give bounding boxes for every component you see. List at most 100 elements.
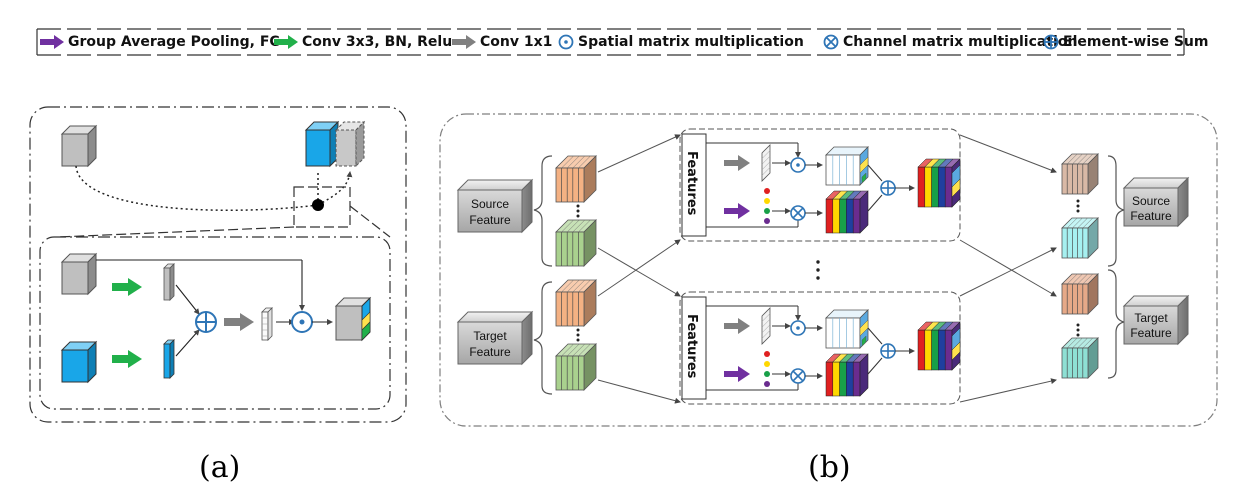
panel-a <box>29 106 407 423</box>
legend-label: Conv 3x3, BN, Relu <box>302 34 453 50</box>
gray-arrow-icon <box>724 318 750 334</box>
otimes-icon <box>790 368 806 384</box>
source-label-line2: Feature <box>469 213 511 227</box>
channel-weight-dot <box>764 208 770 214</box>
zoom-box <box>293 186 351 228</box>
thin-feature-blue <box>163 339 175 379</box>
white-stripe-cube <box>825 146 869 186</box>
channel-weight-dot <box>764 371 770 377</box>
features-bar <box>681 133 707 237</box>
module-frame <box>679 291 961 405</box>
legend: Group Average Pooling, FC Conv 3x3, BN, … <box>0 28 1234 56</box>
channel-weight-dot <box>764 218 770 224</box>
purple-arrow-icon <box>724 203 750 219</box>
feature-cube-out-source-1 <box>1061 153 1099 195</box>
features-label: Features <box>684 314 699 379</box>
brace-source-right <box>1107 155 1125 267</box>
source-label-line1: Source <box>471 197 509 211</box>
gray-arrow-icon <box>724 155 750 171</box>
otimes-icon <box>790 205 806 221</box>
legend-frame <box>36 28 1185 56</box>
odot-icon <box>291 311 313 333</box>
oplus-icon <box>1043 34 1059 50</box>
channel-weight-dot <box>764 351 770 357</box>
panel-b-frame <box>439 113 1218 427</box>
brace-target <box>533 281 553 395</box>
green-arrow-icon <box>112 350 142 368</box>
grid-slab <box>761 144 771 182</box>
feature-cube-orange <box>555 279 597 327</box>
gray-arrow-icon <box>224 313 254 331</box>
channel-weight-dot <box>764 361 770 367</box>
gray-arrow-icon <box>452 35 476 49</box>
caption-a: (a) <box>199 450 241 485</box>
features-label: Features <box>684 151 699 216</box>
thin-feature-gray <box>163 263 175 301</box>
legend-label: Conv 1x1 <box>480 34 553 50</box>
channel-weight-dot <box>764 188 770 194</box>
attention-module: Features <box>679 128 961 242</box>
rainbow-output-cube <box>917 158 961 208</box>
feature-cube-out-source-2 <box>1061 217 1099 259</box>
attention-module: Features <box>679 291 961 405</box>
detail-output-cube <box>334 296 372 342</box>
channel-weight-dot <box>764 198 770 204</box>
legend-label: Group Average Pooling, FC <box>68 34 280 50</box>
ellipsis-dots <box>576 199 1080 342</box>
stripe-feature-cubes <box>555 153 1099 391</box>
target-feature-box-left: Target Feature <box>456 310 534 366</box>
panel-a-frame <box>29 106 407 423</box>
detail-gray-cube <box>60 252 98 296</box>
feature-cube-orange <box>555 155 597 203</box>
target-feature-box-right: Target Feature <box>1122 294 1190 346</box>
caption-b: (b) <box>808 450 851 485</box>
white-stripe-cube <box>825 309 869 349</box>
grid-slab <box>261 307 273 341</box>
source-feature-box-left: Source Feature <box>456 178 534 234</box>
input-cube-gray <box>60 124 98 168</box>
rainbow-cube <box>825 190 869 234</box>
detail-blue-cube <box>60 340 98 384</box>
channel-weight-dot <box>764 381 770 387</box>
grid-slab <box>761 307 771 345</box>
cross-connectors <box>597 134 1057 404</box>
source-label-line1: Source <box>1132 194 1170 208</box>
legend-label: Spatial matrix multiplication <box>578 34 804 50</box>
odot-icon <box>790 320 806 336</box>
target-label-line1: Target <box>473 329 507 343</box>
legend-spatial-mm: Spatial matrix multiplication <box>558 31 804 53</box>
legend-conv1x1: Conv 1x1 <box>452 31 552 53</box>
features-bar <box>681 296 707 400</box>
output-cube-concat <box>304 120 366 168</box>
legend-conv3x3: Conv 3x3, BN, Relu <box>274 31 452 53</box>
feature-cube-green <box>555 219 597 267</box>
dotted-connector <box>75 165 319 211</box>
odot-icon <box>790 157 806 173</box>
legend-element-sum: Element-wise Sum <box>1043 31 1208 53</box>
purple-arrow-icon <box>724 366 750 382</box>
brace-source <box>533 155 553 267</box>
purple-arrow-icon <box>40 35 64 49</box>
rainbow-output-cube <box>917 321 961 371</box>
oplus-icon <box>195 311 217 333</box>
oplus-icon <box>880 180 896 196</box>
feature-cube-green <box>555 343 597 391</box>
feature-cube-out-target-1 <box>1061 273 1099 315</box>
fusion-dot <box>312 199 324 211</box>
legend-group-avg-pooling: Group Average Pooling, FC <box>40 31 280 53</box>
target-label-line1: Target <box>1134 311 1168 325</box>
green-arrow-icon <box>112 278 142 296</box>
green-arrow-icon <box>274 35 298 49</box>
feature-cube-out-target-2 <box>1061 337 1099 379</box>
source-feature-box-right: Source Feature <box>1122 176 1190 228</box>
module-frame <box>679 128 961 242</box>
otimes-icon <box>823 34 839 50</box>
target-label-line2: Feature <box>1130 326 1172 340</box>
oplus-icon <box>880 343 896 359</box>
legend-label: Channel matrix multiplication <box>843 34 1078 50</box>
source-label-line2: Feature <box>1130 209 1172 223</box>
panel-b: Source Feature Target Feature <box>439 113 1218 427</box>
legend-label: Element-wise Sum <box>1063 34 1209 50</box>
